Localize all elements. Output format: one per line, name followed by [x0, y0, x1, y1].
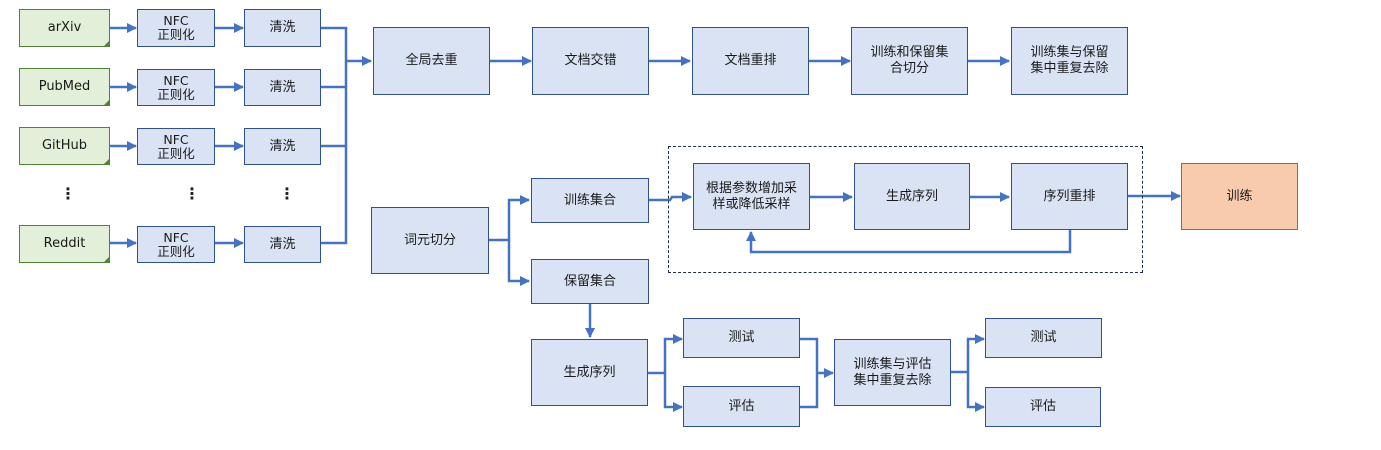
seq-shuffle-label: 序列重排: [1043, 188, 1096, 204]
nfc-line1: NFC: [163, 131, 189, 147]
sampling[interactable]: 根据参数增加采样或降低采样: [693, 163, 810, 230]
source-label: Reddit: [43, 236, 86, 251]
arrow-dedup-eval: [966, 372, 985, 412]
step-label-line1: 训练和保留集: [870, 45, 949, 60]
train-label: 训练: [1226, 188, 1253, 204]
clean-3[interactable]: 清洗: [244, 128, 321, 165]
source-github[interactable]: GitHub: [19, 127, 110, 165]
eval-label: 评估: [728, 398, 755, 414]
test-label: 测试: [728, 330, 755, 345]
sequence-shuffle[interactable]: 序列重排: [1011, 163, 1128, 230]
nfc-line2: 正则化: [157, 27, 195, 42]
step-label: 文档交错: [564, 53, 617, 68]
arrow-genseq-test: [663, 334, 683, 373]
doc-shuffle[interactable]: 文档重排: [692, 27, 809, 95]
train-holdout-split[interactable]: 训练和保留集合切分: [851, 27, 968, 95]
final-eval-set[interactable]: 评估: [985, 387, 1101, 427]
source-label: arXiv: [47, 20, 82, 35]
train-eval-dedup[interactable]: 训练集与评估集中重复去除: [834, 339, 951, 406]
step-label: 全局去重: [405, 53, 458, 68]
train-holdout-dedup[interactable]: 训练集与保留集中重复去除: [1011, 27, 1128, 95]
test-set[interactable]: 测试: [683, 318, 800, 358]
sampling-line1: 根据参数增加采: [705, 180, 797, 196]
arrow-feedback-loop: [746, 230, 1072, 254]
arrow-train-sampling: [649, 192, 692, 202]
train-node[interactable]: 训练: [1181, 163, 1298, 230]
holdout-set[interactable]: 保留集合: [531, 259, 649, 304]
final-test-set[interactable]: 测试: [985, 318, 1102, 358]
dedup-line1: 训练集与评估: [853, 356, 932, 372]
source-arxiv[interactable]: arXiv: [19, 9, 110, 47]
clean-label: 清洗: [269, 236, 296, 252]
nfc-line2: 正则化: [157, 243, 195, 259]
source-reddit[interactable]: Reddit: [19, 225, 110, 263]
step-label: 文档重排: [724, 53, 777, 68]
ellipsis-clean: ⋮: [279, 184, 295, 203]
ellipsis-sources: ⋮: [60, 184, 76, 203]
nfc-line1: NFC: [163, 72, 189, 88]
train-set-label: 训练集合: [563, 192, 616, 208]
clean-1[interactable]: 清洗: [244, 9, 321, 47]
holdout-set-label: 保留集合: [563, 273, 616, 289]
sampling-loop-group: [668, 146, 1143, 273]
gen-seq-label: 生成序列: [885, 188, 938, 204]
gen-seq-label: 生成序列: [563, 364, 616, 380]
clean-4[interactable]: 清洗: [244, 226, 321, 263]
clean-label: 清洗: [269, 79, 296, 95]
arrow-tokenize-holdout: [507, 240, 530, 286]
clean-2[interactable]: 清洗: [244, 69, 321, 106]
arrow-tokenize-train: [507, 195, 530, 240]
step-label-line2: 合切分: [889, 61, 929, 76]
arrow-dedup-test: [966, 334, 985, 372]
nfc-line2: 正则化: [157, 86, 195, 102]
eval-set[interactable]: 评估: [683, 386, 800, 427]
test-label: 测试: [1030, 330, 1057, 345]
sampling-line2: 样或降低采样: [712, 196, 791, 212]
holdout-generate-sequences[interactable]: 生成序列: [531, 339, 648, 406]
ellipsis-nfc: ⋮: [184, 184, 200, 203]
dedup-line2: 集中重复去除: [853, 372, 932, 388]
doc-interleave[interactable]: 文档交错: [532, 27, 649, 95]
source-pubmed[interactable]: PubMed: [19, 68, 110, 106]
global-dedup[interactable]: 全局去重: [373, 27, 490, 95]
step-label-line1: 训练集与保留: [1030, 45, 1109, 60]
train-set[interactable]: 训练集合: [531, 178, 649, 223]
clean-label: 清洗: [269, 138, 296, 154]
clean-label: 清洗: [269, 20, 296, 35]
eval-label: 评估: [1029, 399, 1056, 414]
tokenize[interactable]: 词元切分: [371, 207, 489, 274]
generate-sequences[interactable]: 生成序列: [854, 163, 970, 230]
source-label: PubMed: [38, 79, 91, 94]
merge-test-eval: [800, 337, 819, 409]
tokenize-label: 词元切分: [403, 232, 456, 248]
nfc-line1: NFC: [163, 13, 189, 28]
step-label-line2: 集中重复去除: [1030, 61, 1109, 76]
source-label: GitHub: [41, 138, 88, 153]
nfc-line2: 正则化: [157, 145, 195, 161]
arrow-genseq-eval: [663, 373, 683, 412]
merge-bus: [321, 26, 348, 245]
nfc-line1: NFC: [163, 229, 189, 245]
